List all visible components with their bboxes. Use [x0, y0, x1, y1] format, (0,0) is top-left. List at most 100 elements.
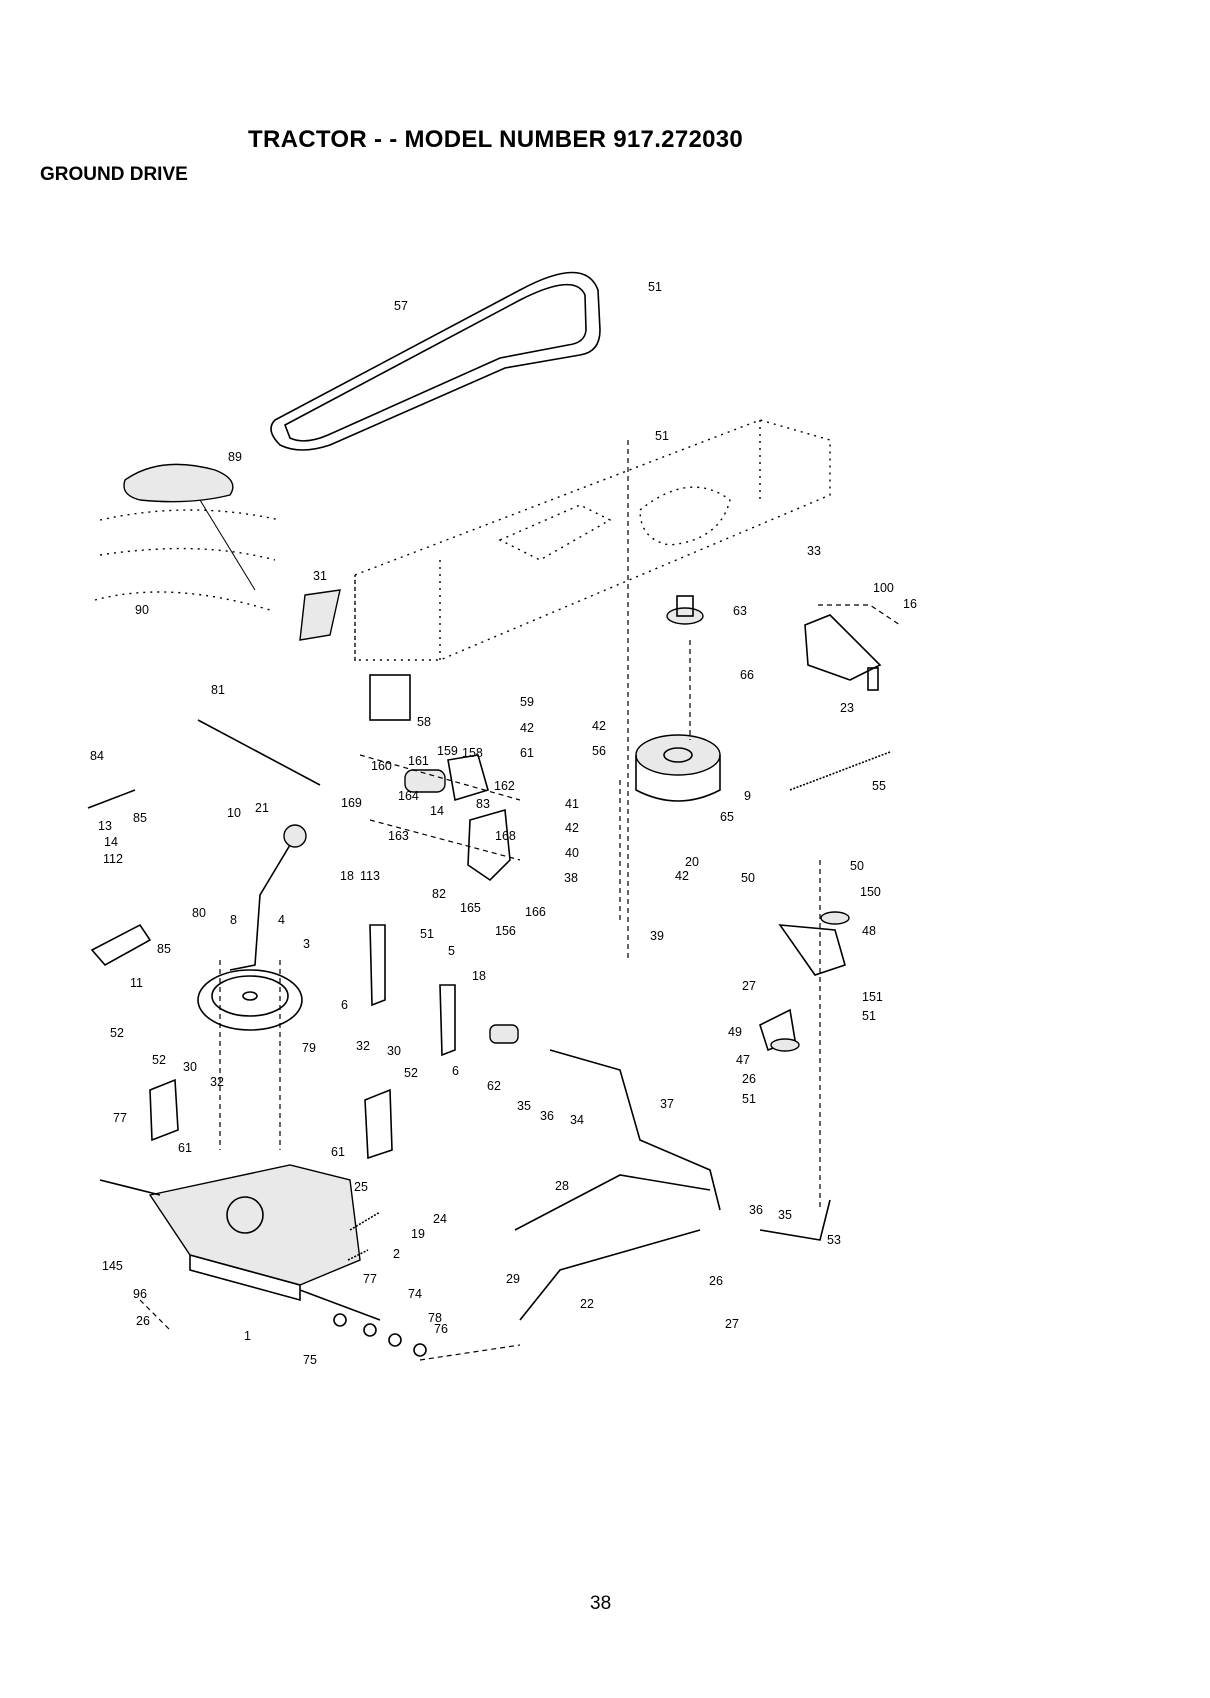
callout-165: 165 — [460, 901, 481, 915]
page-number: 38 — [590, 1593, 612, 1614]
callout-61b: 61 — [178, 1141, 192, 1155]
callout-22: 22 — [580, 1297, 594, 1311]
drive-belt — [270, 271, 601, 451]
plate-bracket-2 — [364, 1088, 393, 1160]
callout-30: 30 — [387, 1044, 401, 1058]
callout-158: 158 — [462, 746, 483, 760]
callout-24: 24 — [433, 1212, 447, 1226]
callout-59: 59 — [520, 695, 534, 709]
callout-85: 85 — [133, 811, 147, 825]
control-shaft — [197, 719, 321, 786]
callout-36: 36 — [540, 1109, 554, 1123]
callout-162: 162 — [494, 779, 515, 793]
callout-77: 77 — [113, 1111, 127, 1125]
callout-26: 26 — [742, 1072, 756, 1086]
callout-42: 42 — [520, 721, 534, 735]
callout-42d: 42 — [675, 869, 689, 883]
callout-20: 20 — [685, 855, 699, 869]
callout-27: 27 — [742, 979, 756, 993]
callout-53: 53 — [827, 1233, 841, 1247]
callout-82: 82 — [432, 887, 446, 901]
callout-6: 6 — [341, 998, 348, 1012]
callout-25: 25 — [354, 1180, 368, 1194]
callout-166: 166 — [525, 905, 546, 919]
callout-36b: 36 — [749, 1203, 763, 1217]
callout-56: 56 — [592, 744, 606, 758]
callout-31: 31 — [313, 569, 327, 583]
callout-6b: 6 — [452, 1064, 459, 1078]
callout-100: 100 — [873, 581, 894, 595]
callout-9: 9 — [744, 789, 751, 803]
callout-50b: 50 — [850, 859, 864, 873]
callout-85b: 85 — [157, 942, 171, 956]
callout-10: 10 — [227, 806, 241, 820]
callout-89: 89 — [228, 450, 242, 464]
callout-21: 21 — [255, 801, 269, 815]
callout-163: 163 — [388, 829, 409, 843]
callout-42b: 42 — [592, 719, 606, 733]
callout-34: 34 — [570, 1113, 584, 1127]
callout-164: 164 — [398, 789, 419, 803]
callout-51b: 51 — [655, 429, 669, 443]
callout-156: 156 — [495, 924, 516, 938]
callout-33: 33 — [807, 544, 821, 558]
callout-3: 3 — [303, 937, 310, 951]
brake-bracket — [90, 923, 152, 967]
callout-76: 76 — [434, 1322, 448, 1336]
callout-49: 49 — [728, 1025, 742, 1039]
callout-5: 5 — [448, 944, 455, 958]
transaxle — [99, 1164, 381, 1321]
callout-62: 62 — [487, 1079, 501, 1093]
callout-26b: 26 — [136, 1314, 150, 1328]
callout-77b: 77 — [363, 1272, 377, 1286]
callout-55: 55 — [872, 779, 886, 793]
callout-51d: 51 — [862, 1009, 876, 1023]
callout-61: 61 — [520, 746, 534, 760]
callout-47: 47 — [736, 1053, 750, 1067]
lift-rod — [519, 1229, 701, 1321]
callout-63: 63 — [733, 604, 747, 618]
callout-160: 160 — [371, 759, 392, 773]
callout-29: 29 — [506, 1272, 520, 1286]
callout-labels: 57 51 51 89 31 90 33 100 16 63 66 23 81 … — [90, 280, 917, 1367]
callout-83: 83 — [476, 797, 490, 811]
callout-168: 168 — [495, 829, 516, 843]
callout-38: 38 — [564, 871, 578, 885]
callout-151: 151 — [862, 990, 883, 1004]
callout-40: 40 — [565, 846, 579, 860]
callout-19: 19 — [411, 1227, 425, 1241]
callout-66: 66 — [740, 668, 754, 682]
callout-112: 112 — [103, 852, 123, 866]
callout-90: 90 — [135, 603, 149, 617]
callout-32: 32 — [356, 1039, 370, 1053]
callout-74: 74 — [408, 1287, 422, 1301]
seat-and-fender — [94, 463, 341, 641]
callout-35: 35 — [517, 1099, 531, 1113]
callout-4: 4 — [278, 913, 285, 927]
callout-26c: 26 — [709, 1274, 723, 1288]
callout-51c: 51 — [420, 927, 434, 941]
callout-81: 81 — [211, 683, 225, 697]
deck-lift-lever — [778, 924, 846, 976]
spring — [789, 751, 891, 791]
callout-75: 75 — [303, 1353, 317, 1367]
callout-18b: 18 — [472, 969, 486, 983]
brake-rod — [87, 789, 136, 809]
callout-78: 78 — [428, 1311, 442, 1325]
callout-11: 11 — [130, 976, 143, 990]
diagram-title: TRACTOR - - MODEL NUMBER 917.272030 — [248, 126, 744, 153]
callout-51e: 51 — [742, 1092, 756, 1106]
callout-14b: 14 — [104, 835, 118, 849]
return-spring — [349, 1211, 381, 1231]
callout-2: 2 — [393, 1247, 400, 1261]
pto-clutch-assembly — [619, 440, 721, 960]
callout-35b: 35 — [778, 1208, 792, 1222]
plate-bracket — [149, 1078, 179, 1142]
callout-50: 50 — [741, 871, 755, 885]
callout-30b: 30 — [183, 1060, 197, 1074]
control-rod — [549, 1049, 721, 1211]
callout-51: 51 — [648, 280, 662, 294]
pto-bracket — [804, 614, 882, 681]
callout-18: 18 — [340, 869, 354, 883]
